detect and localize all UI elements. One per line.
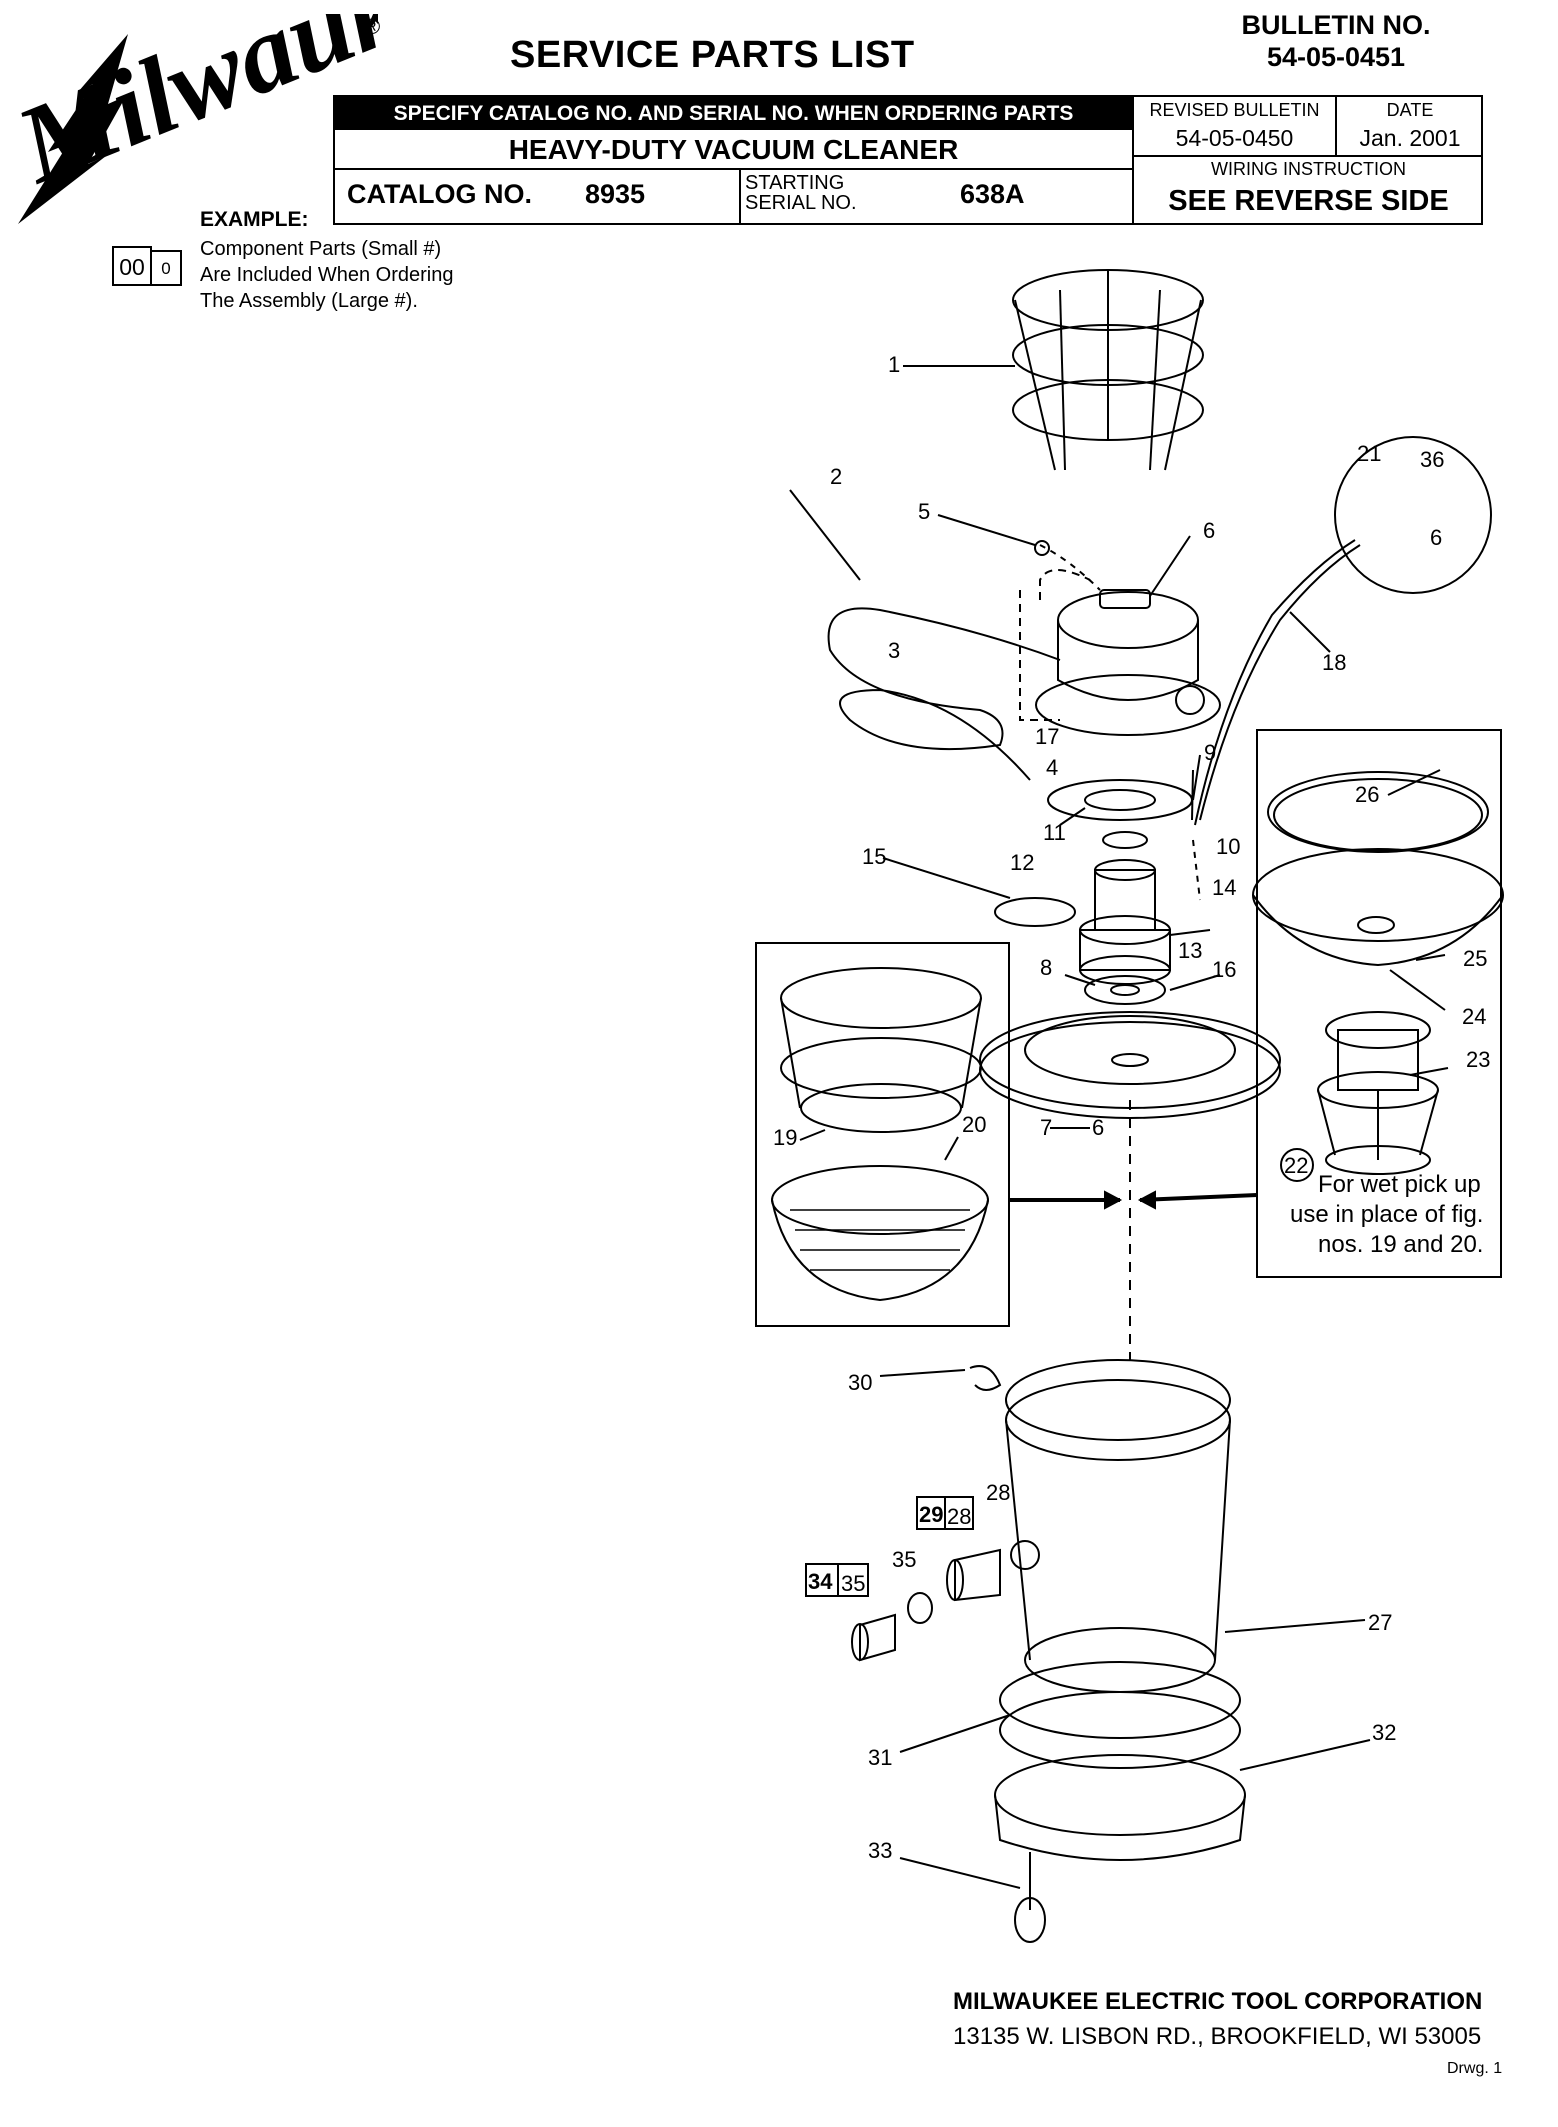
part-label: 18 xyxy=(1322,650,1346,675)
milwaukee-logo: Milwaukee xyxy=(8,14,378,224)
part-label: 19 xyxy=(773,1125,797,1150)
part-label: 21 xyxy=(1357,441,1381,466)
wet-pickup-number: 22 xyxy=(1284,1153,1308,1178)
part-label: 36 xyxy=(1420,447,1444,472)
example-small-number: 0 xyxy=(152,250,182,286)
wiring-value: SEE REVERSE SIDE xyxy=(1168,185,1449,217)
part-label: 27 xyxy=(1368,1610,1392,1635)
part-label: 24 xyxy=(1462,1004,1486,1029)
example-line: The Assembly (Large #). xyxy=(200,290,418,312)
starting-serial: 638A xyxy=(960,179,1025,209)
bulletin-label: BULLETIN NO. xyxy=(1241,10,1431,40)
part-label: 31 xyxy=(868,1745,892,1770)
wiring-label: WIRING INSTRUCTION xyxy=(1211,159,1406,179)
part-label: 8 xyxy=(1040,955,1052,980)
bulletin-number: 54-05-0451 xyxy=(1266,42,1406,72)
part-label: 16 xyxy=(1212,957,1236,982)
example-label: EXAMPLE: xyxy=(200,208,309,231)
divider xyxy=(1132,97,1134,223)
part-label: 4 xyxy=(1046,755,1058,780)
part-label: 10 xyxy=(1216,834,1240,859)
part-label: 25 xyxy=(1463,946,1487,971)
part-label: 6 xyxy=(1430,525,1442,550)
company-name: MILWAUKEE ELECTRIC TOOL CORPORATION xyxy=(953,1988,1483,2015)
wet-pickup-assembly xyxy=(1252,771,1504,1175)
part-label: 11 xyxy=(1043,820,1066,845)
example-line: Component Parts (Small #) xyxy=(200,238,442,260)
tank-part xyxy=(999,1359,1241,1769)
motor-head-part xyxy=(1035,589,1221,736)
product-name: HEAVY-DUTY VACUUM CLEANER xyxy=(335,130,1132,170)
part-label: 23 xyxy=(1466,1047,1490,1072)
divider xyxy=(739,170,741,223)
wet-pickup-note: For wet pick up xyxy=(1318,1171,1481,1198)
starting-serial-label: STARTING SERIAL NO. xyxy=(745,172,857,214)
specify-note: SPECIFY CATALOG NO. AND SERIAL NO. WHEN … xyxy=(335,97,1132,130)
example-large-number: 00 xyxy=(112,246,152,286)
part-label: 2 xyxy=(830,464,842,489)
power-cord-part xyxy=(827,607,1061,781)
cage-part xyxy=(1012,269,1204,471)
revised-bulletin-label: REVISED BULLETIN xyxy=(1149,100,1320,120)
divider xyxy=(1132,155,1483,157)
part-label: 20 xyxy=(962,1112,986,1137)
wet-pickup-note: use in place of fig. xyxy=(1290,1201,1483,1228)
part-label: 35 xyxy=(892,1547,916,1572)
part-label: 30 xyxy=(848,1370,872,1395)
box-29-small: 28 xyxy=(947,1504,971,1529)
part-label: 28 xyxy=(986,1480,1010,1505)
box-34-large: 34 xyxy=(808,1569,833,1594)
part-label: 1 xyxy=(888,352,900,377)
part-label: 6 xyxy=(1203,518,1215,543)
part-label: 12 xyxy=(1010,850,1034,875)
filter-cage-part xyxy=(780,967,982,1133)
part-label: 7 xyxy=(1040,1115,1052,1140)
page-title: SERVICE PARTS LIST xyxy=(510,34,915,76)
part-label: 3 xyxy=(888,638,900,663)
part-label: 26 xyxy=(1355,782,1379,807)
divider xyxy=(1335,97,1337,155)
wet-pickup-note: nos. 19 and 20. xyxy=(1318,1231,1483,1258)
part-label: 14 xyxy=(1212,875,1236,900)
registered-mark: ® xyxy=(364,14,381,39)
date-label: DATE xyxy=(1386,100,1434,120)
catalog-label: CATALOG NO. xyxy=(347,179,532,209)
part-label: 5 xyxy=(918,499,930,524)
header-table: SPECIFY CATALOG NO. AND SERIAL NO. WHEN … xyxy=(333,95,1483,225)
part-label: 17 xyxy=(1035,724,1059,749)
part-label: 33 xyxy=(868,1838,892,1863)
date-value: Jan. 2001 xyxy=(1359,125,1461,151)
part-label: 13 xyxy=(1178,938,1202,963)
example-line: Are Included When Ordering xyxy=(200,264,454,286)
catalog-number: 8935 xyxy=(585,179,646,209)
part-label: 9 xyxy=(1204,740,1216,765)
part-label: 32 xyxy=(1372,1720,1396,1745)
part-label: 15 xyxy=(862,844,886,869)
box-29-large: 29 xyxy=(919,1502,943,1527)
revised-bulletin: 54-05-0450 xyxy=(1175,125,1294,151)
part-label: 6 xyxy=(1092,1115,1104,1140)
motor-part xyxy=(1079,859,1171,985)
company-address: 13135 W. LISBON RD., BROOKFIELD, WI 5300… xyxy=(953,2023,1482,2050)
filter-bag-part xyxy=(771,1165,989,1302)
drawing-number: Drwg. 1 xyxy=(1447,2060,1503,2077)
box-34-small: 35 xyxy=(841,1571,865,1596)
